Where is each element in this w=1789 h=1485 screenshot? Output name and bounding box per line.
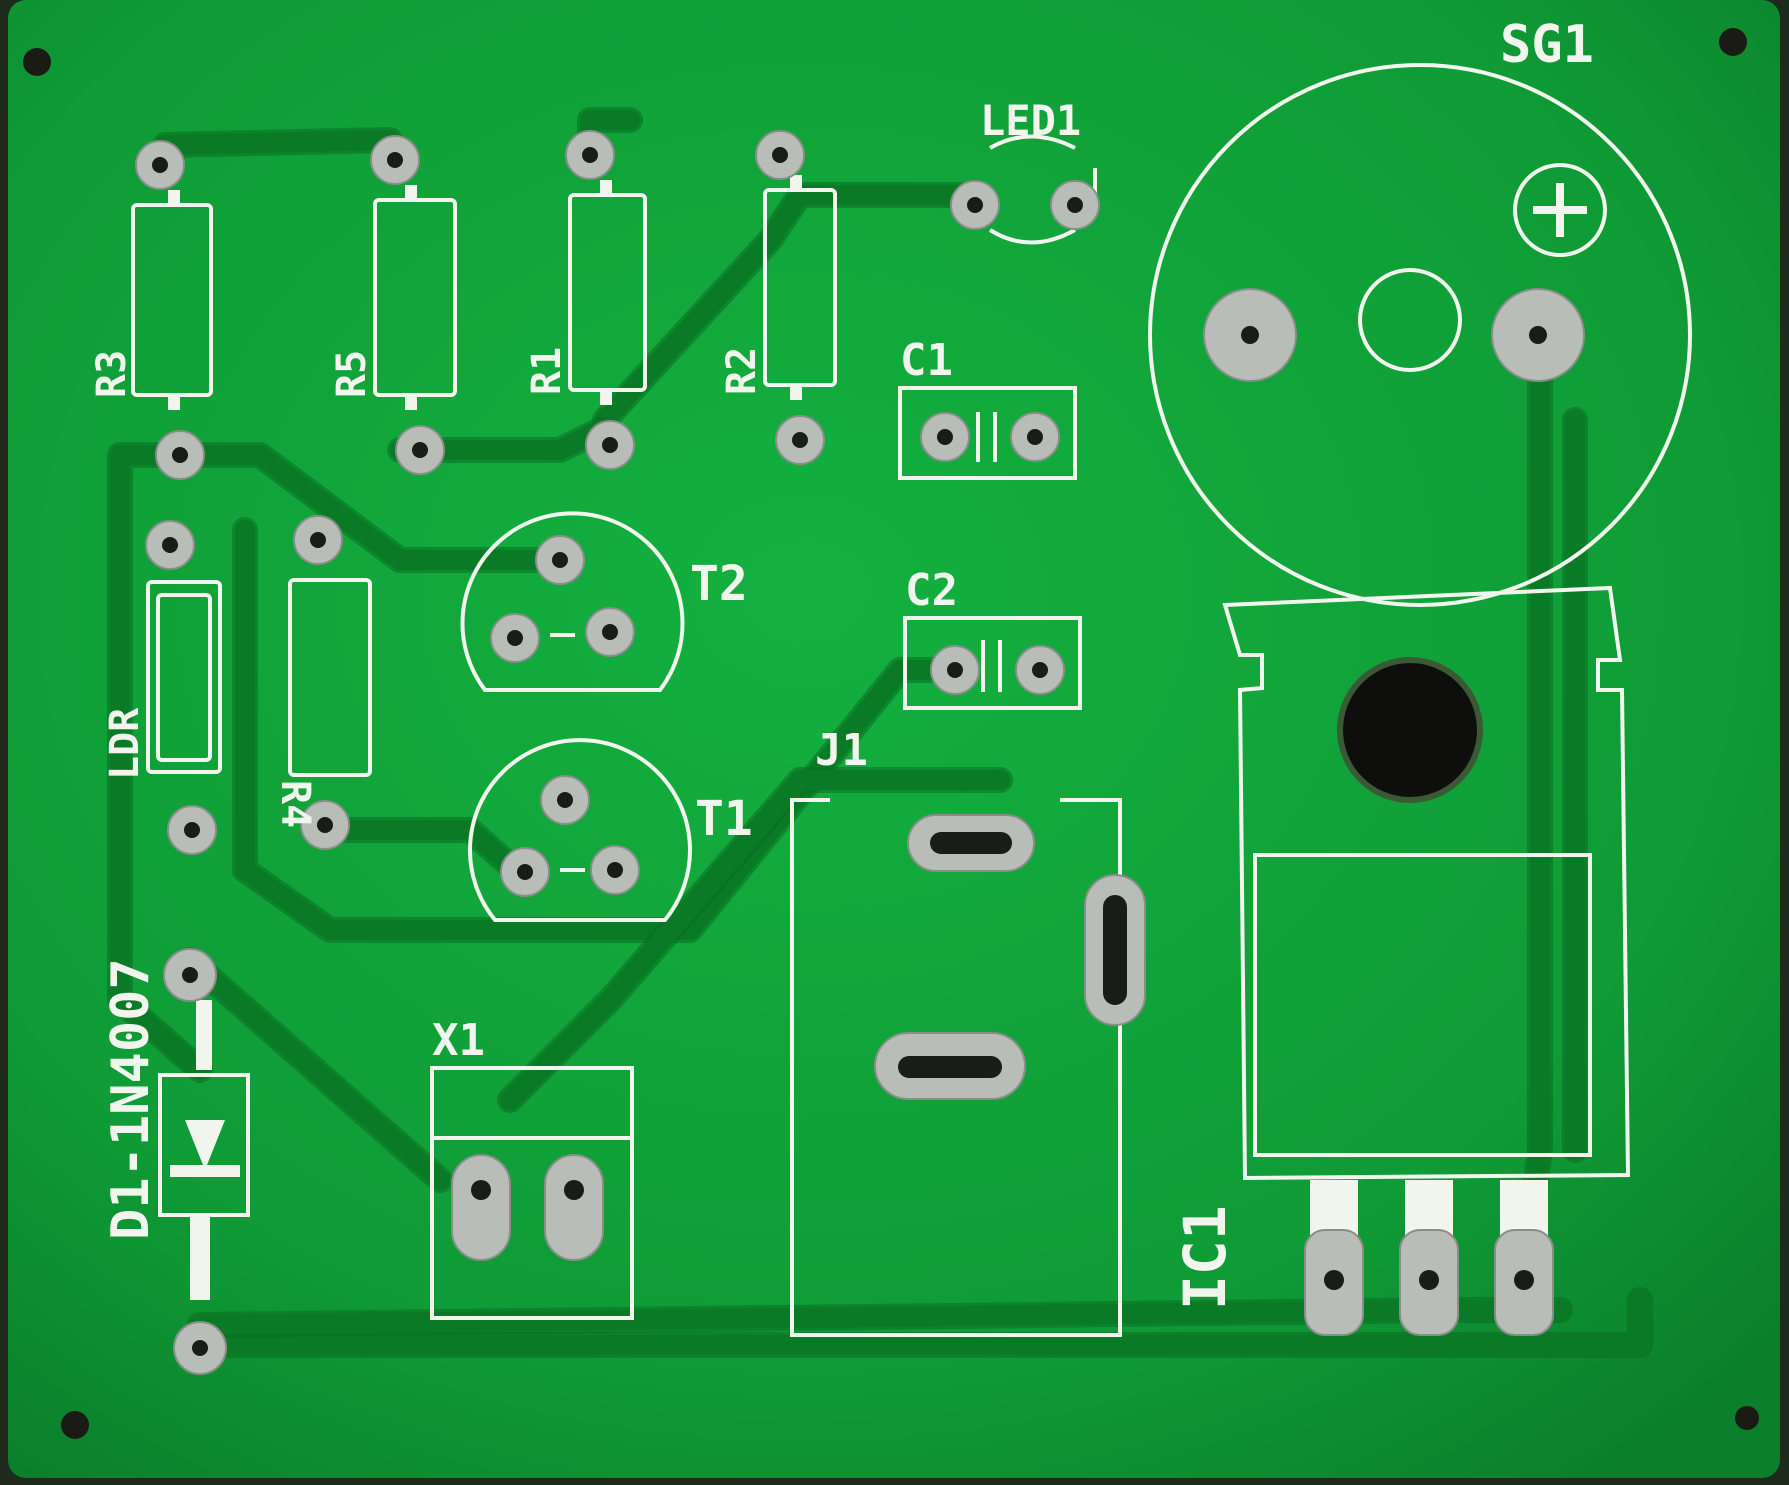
x1-label: X1 bbox=[432, 1015, 485, 1066]
r4-label: R4 bbox=[272, 780, 318, 828]
t1-label: T1 bbox=[695, 791, 753, 847]
r5-resistor bbox=[370, 135, 457, 475]
c1-label: C1 bbox=[900, 335, 953, 386]
r2-label: R2 bbox=[719, 347, 765, 395]
r3-label: R3 bbox=[89, 350, 135, 398]
c2-label: C2 bbox=[905, 565, 958, 616]
j1-label: J1 bbox=[815, 725, 868, 776]
r1-resistor bbox=[565, 130, 647, 470]
ldr-label: LDR bbox=[102, 707, 148, 780]
ldr-component bbox=[145, 520, 222, 855]
c1-capacitor bbox=[898, 386, 1077, 480]
sg1-buzzer bbox=[1148, 63, 1692, 607]
r4-resistor bbox=[288, 515, 372, 850]
r2-resistor bbox=[755, 130, 837, 465]
t1-transistor bbox=[468, 738, 692, 922]
t2-label: T2 bbox=[690, 556, 748, 612]
c2-capacitor bbox=[903, 616, 1082, 710]
x1-terminal bbox=[430, 1066, 634, 1320]
sg1-label: SG1 bbox=[1500, 15, 1594, 75]
mounting-holes bbox=[23, 28, 1759, 1439]
ic1-regulator bbox=[1222, 585, 1631, 1336]
t2-transistor bbox=[460, 511, 685, 692]
d1-diode bbox=[158, 948, 250, 1375]
copper-traces bbox=[107, 107, 1653, 1358]
pcb-board bbox=[8, 0, 1780, 1478]
r5-label: R5 bbox=[329, 350, 375, 398]
r3-resistor bbox=[131, 140, 213, 480]
led1-footprint bbox=[950, 134, 1100, 245]
led1-label: LED1 bbox=[980, 96, 1081, 145]
d1-label: D1-1N4007 bbox=[101, 958, 161, 1240]
r1-label: R1 bbox=[524, 347, 570, 395]
j1-dc-jack bbox=[790, 798, 1146, 1337]
ic1-label: IC1 bbox=[1171, 1205, 1239, 1310]
